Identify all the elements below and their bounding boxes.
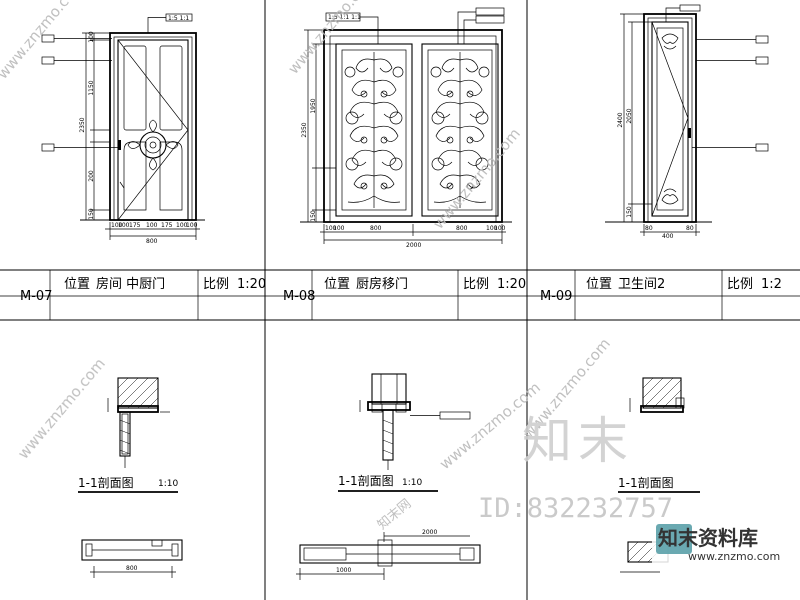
- svg-text:1:5 1:1: 1:5 1:1: [168, 15, 189, 22]
- title-scale-m09: 1:2: [761, 277, 782, 292]
- dim-m08-w6: 100: [494, 225, 506, 232]
- door-elevation-m08: 1:5 1:1 1:1 2350 1950 150 100 100 800 80…: [300, 7, 512, 249]
- plan-1-dim: 800: [126, 565, 138, 572]
- dim-m07-total: 800: [146, 238, 158, 245]
- dim-m07-w4: 100: [146, 222, 158, 229]
- watermark-id: ID:832232757: [478, 493, 673, 524]
- dim-m07-h5: 100: [88, 31, 95, 43]
- title-block-strip: M-07 位置 房间 中厨门 比例 1:20 M-08 位置 厨房移门 比例 1…: [0, 269, 800, 321]
- dim-m08-w5: 100: [486, 225, 498, 232]
- dim-m08-w4: 800: [456, 225, 468, 232]
- dim-m08-total: 2000: [406, 242, 421, 249]
- dim-m07-w1: 100: [111, 222, 123, 229]
- dim-m07-w5: 175: [161, 222, 173, 229]
- title-location-label-m09: 位置: [586, 277, 612, 292]
- title-scale-m07: 1:20: [237, 277, 266, 292]
- watermark-site-1: www.znzmo.com: [0, 0, 88, 83]
- door-elevation-m07: 1:5 1:1 2350 1150 200 100 150 100 100 17…: [41, 13, 205, 245]
- section-detail-1: 1-1剖面图 1:10: [78, 377, 178, 493]
- title-code-m08: M-08: [283, 289, 315, 304]
- watermark-site-4: www.znzmo.com: [14, 355, 109, 463]
- title-scale-label-m07: 比例: [203, 277, 229, 292]
- dim-m07-w6: 100: [176, 222, 188, 229]
- title-location-m09: 卫生间2: [618, 277, 665, 292]
- dim-m09-h2: 150: [626, 206, 633, 218]
- dim-m09-h1: 2050: [626, 108, 633, 123]
- section-3-caption: 1-1剖面图: [618, 476, 674, 490]
- dim-m08-w3: 800: [370, 225, 382, 232]
- dim-m08-height: 2350: [301, 122, 308, 137]
- title-scale-label-m08: 比例: [463, 277, 489, 292]
- title-location-m08: 厨房移门: [356, 276, 408, 292]
- dim-m07-height: 2350: [79, 117, 86, 132]
- logo-text-cn: 知末资料库: [658, 526, 758, 550]
- dim-m07-w2: 100: [118, 222, 130, 229]
- brand-logo-badge: 知末资料库 www.znzmo.com: [652, 517, 798, 563]
- door-elevation-m09: 2400 2050 150 80 400 80: [605, 4, 769, 240]
- dim-m09-w1: 80: [645, 225, 653, 232]
- dim-m09-height: 2400: [617, 112, 624, 127]
- title-scale-label-m09: 比例: [727, 277, 753, 292]
- dim-m07-h3: 150: [88, 208, 95, 220]
- dim-m07-w3: 175: [129, 222, 141, 229]
- section-detail-2: 1-1剖面图 1:10: [338, 373, 471, 492]
- dim-m08-w1: 100: [325, 225, 337, 232]
- plan-detail-1: 800: [81, 539, 183, 578]
- section-1-scale: 1:10: [158, 479, 178, 489]
- svg-text:1:5 1:1 1:1: 1:5 1:1 1:1: [328, 14, 361, 21]
- section-2-scale: 1:10: [402, 478, 422, 488]
- title-location-m07: 房间 中厨门: [96, 276, 165, 292]
- dim-m08-w2: 100: [333, 225, 345, 232]
- section-detail-3: 1-1剖面图: [618, 377, 700, 493]
- title-location-label-m07: 位置: [64, 277, 90, 292]
- section-2-caption: 1-1剖面图: [338, 474, 394, 488]
- dim-m07-h4: 200: [88, 170, 95, 182]
- watermark-stamp: 知末网: [374, 496, 414, 533]
- watermark-big-cn: 知末: [522, 412, 634, 470]
- dim-m08-h1: 1950: [310, 98, 317, 113]
- dim-m08-h3: 150: [310, 210, 317, 222]
- dim-m07-w7: 100: [186, 222, 198, 229]
- dim-m09-w2: 400: [662, 233, 674, 240]
- title-location-label-m08: 位置: [324, 277, 350, 292]
- title-scale-m08: 1:20: [497, 277, 526, 292]
- plan-2-dim2: 2000: [422, 529, 437, 536]
- section-1-caption: 1-1剖面图: [78, 476, 134, 490]
- dim-m09-w3: 80: [686, 225, 694, 232]
- title-code-m09: M-09: [540, 289, 572, 304]
- logo-text-url: www.znzmo.com: [688, 550, 780, 563]
- watermark-site-2: www.znzmo.com: [284, 0, 379, 78]
- title-code-m07: M-07: [20, 289, 52, 304]
- dim-m07-h1: 1150: [88, 80, 95, 95]
- plan-2-dim1: 1000: [336, 567, 351, 574]
- plan-detail-2: 1000 2000: [296, 529, 481, 580]
